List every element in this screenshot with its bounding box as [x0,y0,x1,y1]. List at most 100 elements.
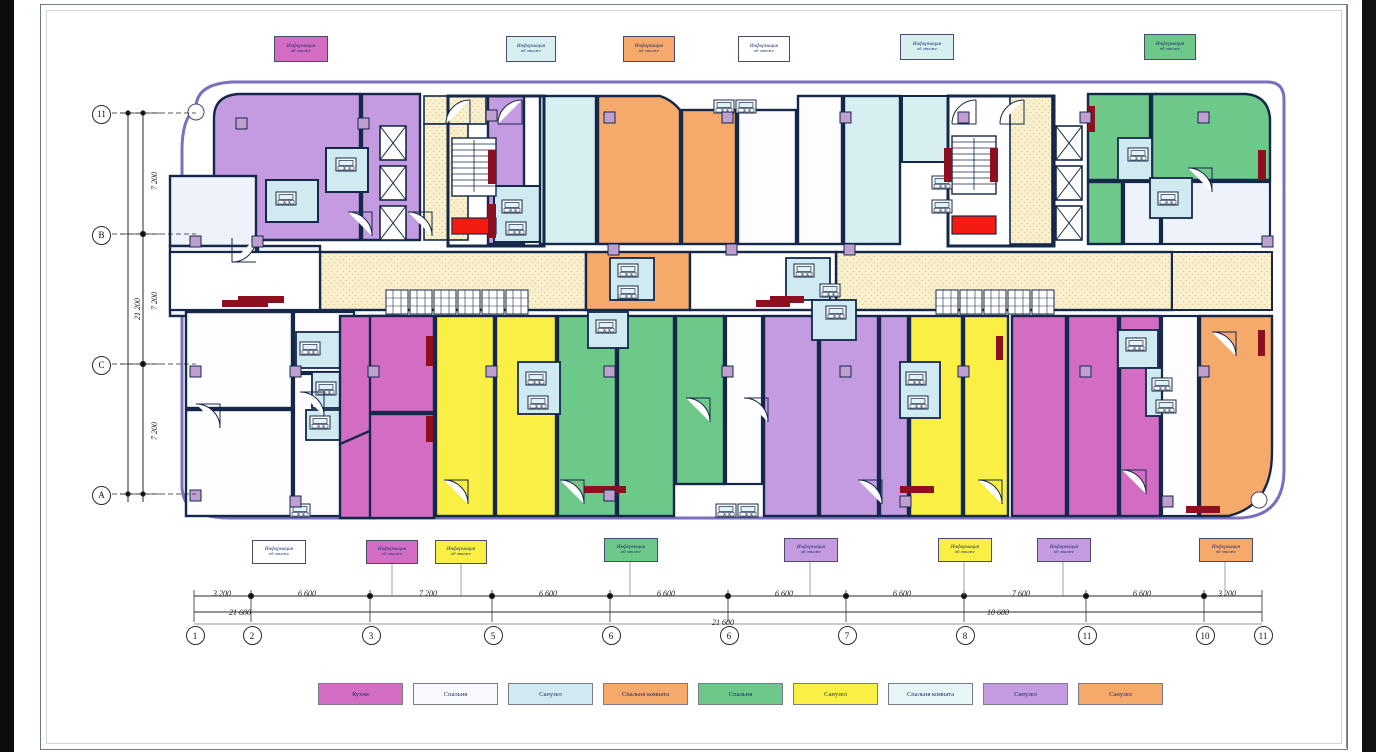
legend-item[interactable]: Санузел [793,683,878,705]
dimension-text: 6 600 [657,589,675,598]
callout-chip[interactable]: Информация об этаже [1199,538,1253,562]
legend-label: Кухня [352,690,369,698]
grid-bubble-h[interactable]: 7 [837,626,857,645]
callout-chip[interactable]: Информация об этаже [1144,34,1196,60]
callout-chip[interactable]: Информация об этаже [784,538,838,562]
callout-chip[interactable]: Информация об этаже [604,538,658,562]
callout-line2: об этаже [753,48,775,54]
legend-item[interactable]: Спальня комната [603,683,688,705]
dimension-text-vertical: 7 200 [150,172,159,190]
callout-line1: Информация [1155,42,1185,48]
callout-line1: Информация [286,44,316,50]
legend-item[interactable]: Спальня комната [888,683,973,705]
dimension-text-vertical: 7 200 [150,292,159,310]
callout-chip[interactable]: Информация об этаже [623,36,675,62]
grid-bubble-h[interactable]: 1 [185,626,205,645]
legend-label: Санузел [1109,690,1132,698]
callout-chip[interactable]: Информация об этаже [938,538,992,562]
legend-label: Спальня комната [621,690,670,698]
rooms-bottom-band [184,257,1274,520]
callout-chip[interactable]: Информация об этаже [274,36,328,62]
callout-chip[interactable]: Информация об этаже [366,540,418,564]
grid-bubble-h[interactable]: 8 [955,626,975,645]
callout-line2: об этаже [1159,46,1181,52]
callout-line2: об этаже [800,549,822,555]
grid-bubble-h[interactable]: 10 [1195,626,1215,645]
callout-chip[interactable]: Информация об этаже [900,34,954,60]
dimension-text: 6 600 [298,589,316,598]
callout-line2: об этаже [1215,549,1237,555]
callout-line1: Информация [1049,545,1079,551]
sheet-frame-right-rule [1346,4,1347,748]
grid-bubble-v[interactable]: B [92,225,111,245]
dimension-total-text: 10 600 [987,608,1009,617]
legend-item[interactable]: Спальня [413,683,498,705]
sheet-frame-inner [46,10,1342,744]
callout-line1: Информация [264,547,294,553]
grid-bubble-h[interactable]: 2 [242,626,262,645]
callout-line2: об этаже [450,551,472,557]
grid-bubble-h[interactable]: 11 [1253,626,1273,645]
dimension-total-text: 21 600 [229,608,251,617]
dimension-text: 6 600 [893,589,911,598]
callout-chip[interactable]: Информация об этаже [435,540,487,564]
legend-item[interactable]: Спальня [698,683,783,705]
callout-line1: Информация [616,545,646,551]
door-swings [195,99,1237,505]
callout-line2: об этаже [954,549,976,555]
legend-item[interactable]: Санузел [983,683,1068,705]
callout-chip[interactable]: Информация об этаже [1037,538,1091,562]
callout-chip[interactable]: Информация об этаже [738,36,790,62]
dimension-text: 7 200 [419,589,437,598]
dimension-total-text: 21 600 [712,618,734,627]
legend-label: Санузел [824,690,847,698]
dimension-text: 6 600 [775,589,793,598]
dimension-text: 3 200 [213,589,231,598]
callout-chip[interactable]: Информация об этаже [506,36,556,62]
grid-bubble-h[interactable]: 11 [1077,626,1097,645]
grid-bubble-h[interactable]: 6 [719,626,739,645]
dimension-total-text-vertical: 21 200 [133,298,142,320]
dimension-text: 6 600 [539,589,557,598]
dimension-text: 6 600 [1133,589,1151,598]
plan-corner-markers [187,103,1268,509]
callout-line2: об этаже [620,549,642,555]
callout-line2: об этаже [290,48,312,54]
callout-line2: об этаже [268,551,290,557]
callout-line2: об этаже [638,48,660,54]
callout-chip[interactable]: Информация об этаже [252,540,306,564]
grid-bubble-v[interactable]: 11 [92,104,111,124]
legend-label: Санузел [1014,690,1037,698]
callout-line2: об этаже [381,551,403,557]
callout-line1: Информация [377,547,407,553]
dimension-text: 3 200 [1218,589,1236,598]
callout-line1: Информация [516,44,546,50]
room-type-legend: Кухня Спальня Санузел Спальня комната Сп… [318,683,1163,707]
stair-core-left [379,94,546,248]
central-corridor [168,250,1273,312]
legend-item[interactable]: Санузел [1078,683,1163,705]
dimension-text: 7 600 [1012,589,1030,598]
grid-bubble-h[interactable]: 6 [601,626,621,645]
callout-line1: Информация [749,44,779,50]
page-edge-left [0,0,14,752]
grid-bubble-h[interactable]: 3 [361,626,381,645]
callout-line2: об этаже [1053,549,1075,555]
callout-line2: об этаже [520,48,542,54]
legend-label: Санузел [539,690,562,698]
grid-bubble-v[interactable]: C [92,355,111,375]
legend-label: Спальня комната [906,690,955,698]
callout-line1: Информация [634,44,664,50]
legend-item[interactable]: Санузел [508,683,593,705]
columns [189,109,1274,508]
page-edge-right [1362,0,1376,752]
callout-line1: Информация [446,547,476,553]
legend-item[interactable]: Кухня [318,683,403,705]
grid-bubble-h[interactable]: 5 [483,626,503,645]
dimension-text-vertical: 7 200 [150,422,159,440]
grid-bubble-v[interactable]: A [92,485,111,505]
legend-label: Спальня [728,690,753,698]
